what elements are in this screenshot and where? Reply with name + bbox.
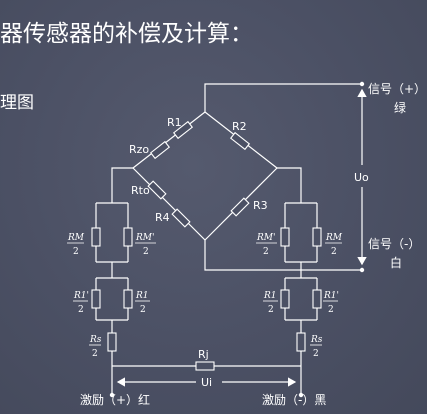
label-r1: R1 — [167, 116, 182, 129]
label-left-r1-denominator: 2 — [140, 305, 146, 315]
label-rzo: Rzo — [129, 143, 149, 156]
label-signal-positive-color: 绿 — [394, 100, 406, 115]
label-right-rm-prime: RM' — [256, 233, 275, 243]
label-ui: Ui — [201, 376, 212, 389]
label-right-r1-prime: R1' — [323, 291, 339, 301]
left-r1-parallel — [91, 277, 133, 321]
label-right-rm-prime-denominator: 2 — [263, 247, 269, 257]
resistor-right-rm-prime — [280, 227, 290, 247]
resistor-rzo — [149, 140, 171, 160]
label-left-rm-denominator: 2 — [73, 247, 79, 257]
label-rto: Rto — [131, 184, 150, 197]
label-left-rm-prime-denominator: 2 — [143, 247, 149, 257]
bridge — [132, 111, 278, 241]
label-signal-negative-color: 白 — [390, 255, 402, 270]
label-right-r1-denominator: 2 — [268, 305, 274, 315]
label-left-r1-prime-denominator: 2 — [78, 305, 84, 315]
label-excitation-negative: 激励（-）黑 — [262, 393, 326, 407]
resistor-left-r1 — [123, 289, 133, 309]
resistor-r4 — [171, 208, 191, 228]
label-right-rm: RM — [325, 233, 343, 243]
label-r2: R2 — [232, 120, 247, 133]
label-left-r1-prime: R1' — [73, 291, 89, 301]
resistor-left-rs — [107, 332, 117, 352]
resistor-left-rm — [91, 227, 101, 247]
label-right-rm-denominator: 2 — [331, 247, 337, 257]
right-rm-parallel — [280, 202, 322, 263]
label-left-rs: Rs — [89, 335, 102, 345]
label-r4: R4 — [155, 211, 170, 224]
resistor-rj — [195, 361, 215, 371]
resistor-left-rm-prime — [123, 227, 133, 247]
label-excitation-positive: 激励（+）红 — [80, 392, 150, 407]
resistor-right-r1 — [280, 289, 290, 309]
label-right-r1-prime-denominator: 2 — [328, 305, 334, 315]
resistor-right-rm — [312, 227, 322, 247]
left-rm-parallel — [91, 202, 133, 263]
resistor-r2 — [229, 131, 251, 151]
resistor-right-rs — [296, 332, 306, 352]
label-left-rs-denominator: 2 — [92, 349, 98, 359]
resistor-r3 — [230, 197, 250, 217]
resistor-left-r1-prime — [91, 289, 101, 309]
label-right-rs-denominator: 2 — [313, 349, 319, 359]
slide-title: 器传感器的补偿及计算： — [0, 21, 253, 47]
label-left-r1: R1 — [135, 291, 149, 301]
label-uo: Uo — [354, 171, 369, 184]
label-right-rs: Rs — [310, 335, 323, 345]
label-signal-positive: 信号（+） — [368, 82, 426, 96]
label-r3: R3 — [253, 199, 268, 212]
label-right-r1: R1 — [263, 291, 277, 301]
label-signal-negative: 信号（-） — [368, 237, 420, 251]
resistor-right-r1-prime — [312, 289, 322, 309]
label-rj: Rj — [198, 348, 209, 361]
slide-subtitle: 理图 — [0, 93, 34, 113]
right-r1-parallel — [280, 277, 322, 321]
label-left-rm: RM — [67, 233, 85, 243]
resistor-rto — [147, 180, 167, 200]
label-left-rm-prime: RM' — [135, 233, 154, 243]
resistor-r1 — [172, 120, 194, 140]
